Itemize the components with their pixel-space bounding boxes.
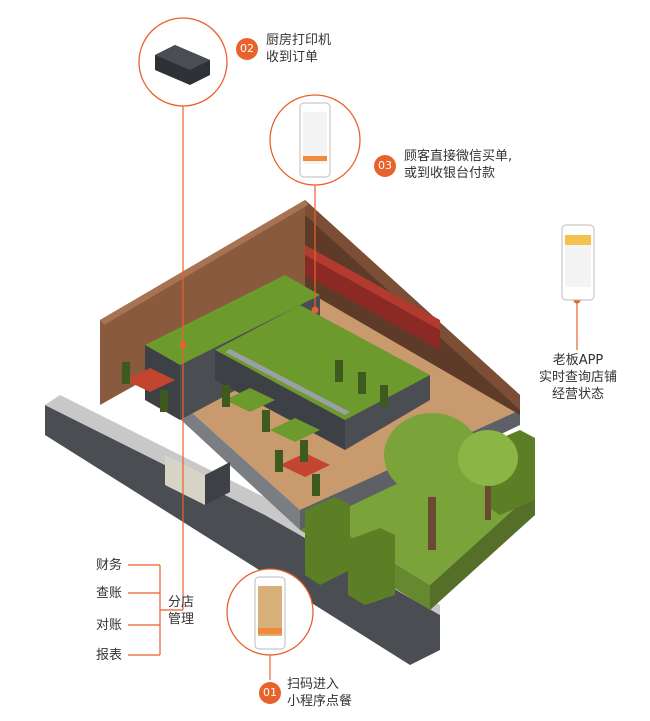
step-label: 扫码进入 小程序点餐 bbox=[287, 676, 352, 710]
boss-app-line: 经营状态 bbox=[551, 387, 604, 402]
branch-line: 分店 bbox=[168, 595, 195, 610]
branch-item: 查账 bbox=[96, 586, 123, 601]
phone-icon bbox=[561, 224, 595, 301]
branch-item: 报表 bbox=[96, 648, 123, 663]
branch-line: 管理 bbox=[168, 612, 195, 627]
branch-item: 财务 bbox=[96, 558, 123, 573]
step-line: 顾客直接微信买单, bbox=[404, 149, 513, 164]
order-phone-callout bbox=[226, 568, 314, 656]
step-line: 厨房打印机 bbox=[266, 33, 332, 48]
step-line: 小程序点餐 bbox=[287, 694, 353, 709]
table-icon bbox=[125, 368, 330, 477]
step-label: 顾客直接微信买单, 或到收银台付款 bbox=[404, 148, 512, 182]
step-label: 厨房打印机 收到订单 bbox=[266, 32, 331, 66]
printer-icon bbox=[155, 45, 210, 85]
branch-label: 分店 管理 bbox=[168, 594, 194, 628]
printer-callout bbox=[138, 17, 228, 107]
step-line: 或到收银台付款 bbox=[404, 166, 496, 181]
road bbox=[45, 395, 440, 665]
chair-icon bbox=[122, 360, 388, 496]
boss-app-label: 老板APP 实时查询店铺 经营状态 bbox=[528, 352, 628, 403]
branch-item: 对账 bbox=[96, 618, 123, 633]
bar-counter bbox=[215, 305, 430, 450]
connector-lines bbox=[128, 105, 578, 680]
step-badge: 01 bbox=[259, 682, 281, 704]
step-badge: 03 bbox=[374, 155, 396, 177]
back-counter bbox=[305, 245, 440, 350]
step-line: 扫码进入 bbox=[287, 677, 340, 692]
step-badge: 02 bbox=[236, 38, 258, 60]
tree-icon bbox=[384, 413, 518, 550]
payment-phone-callout bbox=[269, 94, 361, 186]
phone-icon bbox=[254, 576, 286, 650]
phone-icon bbox=[299, 102, 331, 178]
entrance-steps bbox=[165, 455, 230, 505]
boss-app-line: 实时查询店铺 bbox=[538, 370, 617, 385]
step-line: 收到订单 bbox=[266, 50, 319, 65]
boss-app-line: 老板APP bbox=[552, 353, 604, 368]
